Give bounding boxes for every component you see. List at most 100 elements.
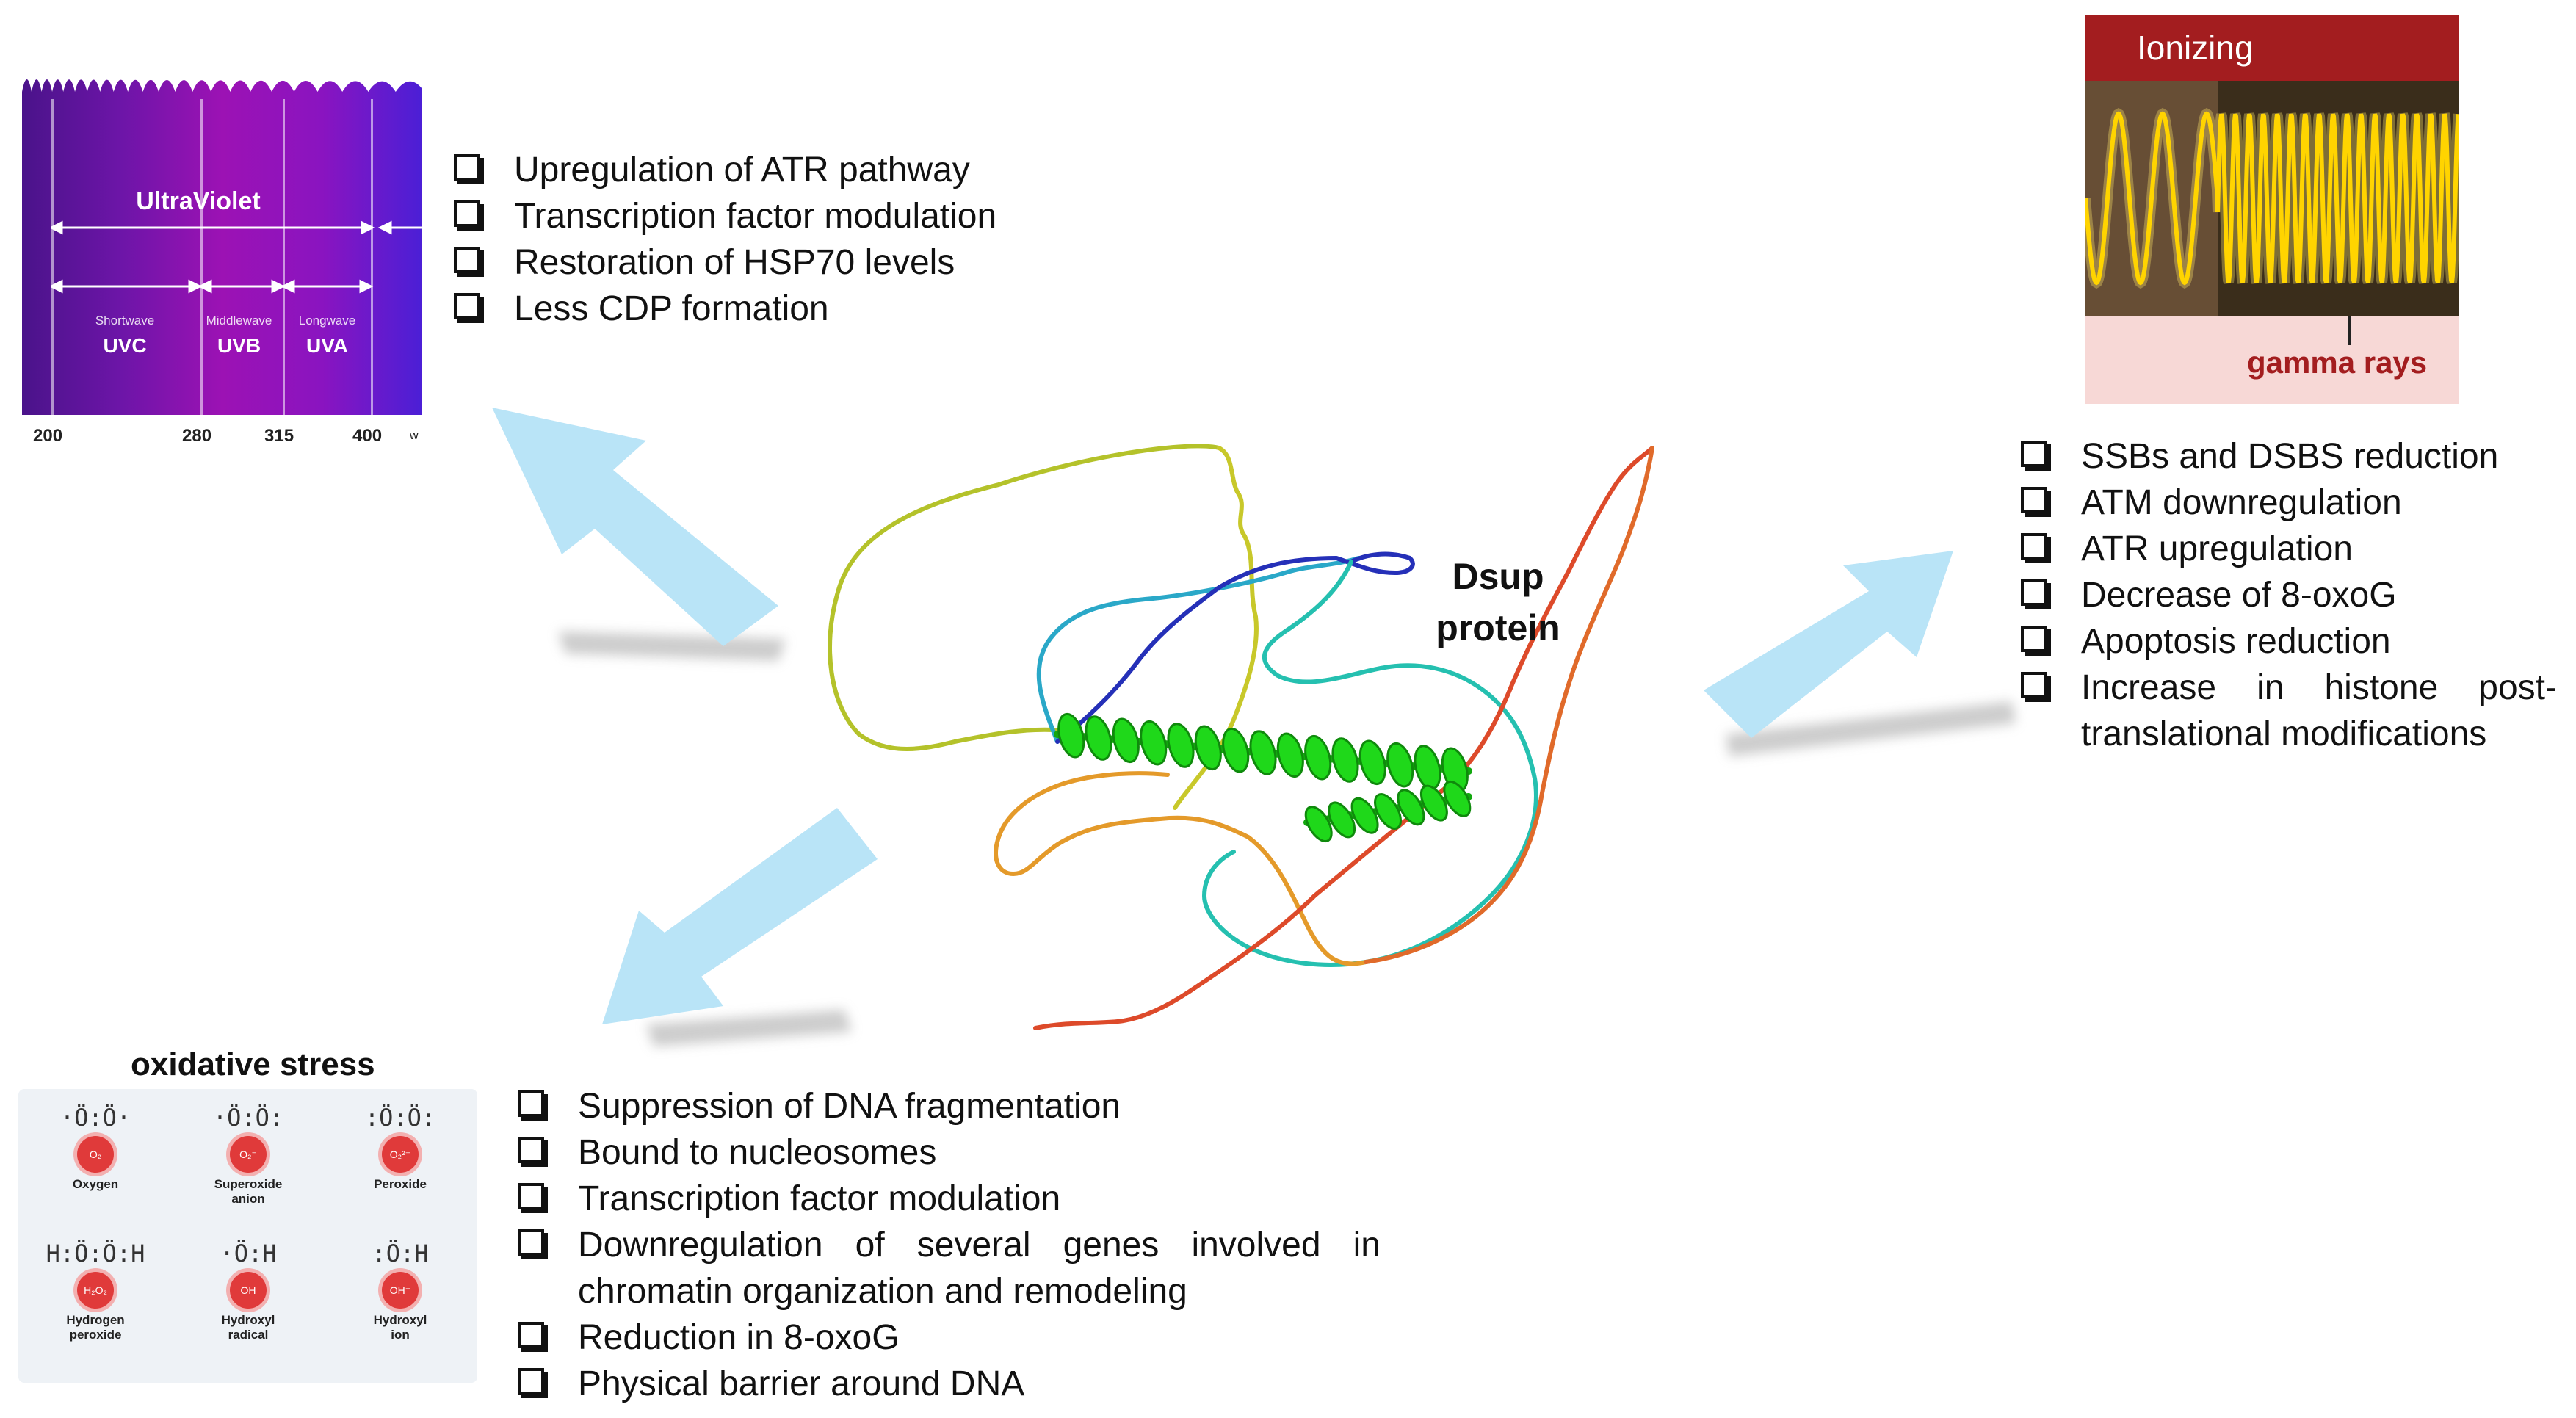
helix-turn	[1167, 723, 1195, 768]
protein-coil-cyan	[1036, 556, 1361, 744]
protein-coil-red-2	[1364, 446, 1654, 964]
protein-coil-yellow	[828, 444, 1221, 751]
helix-turn	[1304, 734, 1332, 781]
checkbox-icon	[454, 247, 480, 273]
list-item: Restoration of HSP70 levels	[454, 239, 1115, 286]
molecule-formula: ·Ö:H	[220, 1240, 277, 1267]
uv-effects-list: Upregulation of ATR pathway Transcriptio…	[454, 147, 1115, 332]
protein-coil-orange	[994, 771, 1368, 966]
molecule-badge-icon: OH⁻	[382, 1272, 419, 1309]
helix-turn	[1304, 806, 1333, 843]
oxidative-stress-panel: ·Ö:Ö· O₂ Oxygen ·Ö:Ö: O₂⁻ Superoxide ani…	[18, 1089, 477, 1383]
helix-turn	[1140, 720, 1168, 766]
list-item-text: Restoration of HSP70 levels	[514, 243, 955, 282]
ionizing-panel: Ionizing gamma rays	[2085, 15, 2459, 404]
molecule-name: Hydroxyl	[221, 1313, 275, 1327]
arrow-to-ionizing	[1704, 551, 1953, 738]
list-item: Bound to nucleosomes	[518, 1129, 1381, 1176]
molecule-name-2: radical	[228, 1328, 269, 1342]
list-item: SSBs and DSBS reduction	[2021, 433, 2557, 480]
uv-wave-crest	[22, 70, 422, 92]
protein-coil-teal	[1202, 560, 1538, 967]
checkbox-icon	[2021, 487, 2047, 513]
list-item: Downregulation of several genes involved…	[518, 1222, 1381, 1314]
gamma-wave-line	[2085, 111, 2459, 286]
uv-wave-pattern	[22, 70, 422, 92]
list-item-text: ATR upregulation	[2081, 529, 2353, 568]
molecule-card: ·Ö:H OH Hydroxyl radical	[178, 1240, 318, 1342]
molecule-name: Hydroxyl	[373, 1313, 427, 1327]
molecule-name: Oxygen	[72, 1177, 119, 1191]
checkbox-icon	[518, 1229, 544, 1256]
arrow-to-oxidative	[602, 808, 878, 1024]
dsup-protein-structure	[828, 444, 1654, 1030]
molecule-card: :Ö:H OH⁻ Hydroxyl ion	[330, 1240, 470, 1342]
helix-turn	[1331, 737, 1359, 783]
helix-turn	[1085, 715, 1112, 761]
list-item: Transcription factor modulation	[454, 193, 1115, 239]
list-item-text: Transcription factor modulation	[578, 1179, 1061, 1218]
helix-turn	[1222, 727, 1250, 773]
list-item-text: Reduction in 8-oxoG	[578, 1318, 900, 1357]
dsup-title-line1: Dsup	[1452, 556, 1544, 597]
molecule-card: ·Ö:Ö: O₂⁻ Superoxide anion	[178, 1104, 318, 1207]
molecule-name: Superoxide	[214, 1177, 283, 1191]
molecule-badge-icon: O₂	[77, 1136, 114, 1173]
molecule-formula: :Ö:H	[372, 1240, 429, 1267]
checkbox-icon	[454, 293, 480, 319]
uvb-range-label: Middlewave	[206, 314, 272, 328]
uv-spectrum-panel: UltraViolet Shortwave UVC Middlewave UVB…	[22, 70, 422, 448]
protein-helix-1	[1057, 712, 1469, 793]
molecule-card: :Ö:Ö: O₂²⁻ Peroxide	[330, 1104, 470, 1192]
list-item-text: Less CDP formation	[514, 289, 829, 328]
gamma-rays-label: gamma rays	[2247, 345, 2428, 380]
molecule-name: Peroxide	[374, 1177, 427, 1191]
uv-tick-line-200	[51, 99, 54, 415]
checkbox-icon	[518, 1368, 544, 1395]
molecule-formula: ·Ö:Ö:	[212, 1104, 284, 1132]
list-item: ATR upregulation	[2021, 526, 2557, 572]
molecule-badge-icon: OH	[230, 1272, 267, 1309]
checkbox-icon	[518, 1137, 544, 1163]
checkbox-icon	[518, 1322, 544, 1348]
checkbox-icon	[454, 200, 480, 227]
checkbox-icon	[2021, 579, 2047, 606]
helix-turn	[1386, 742, 1414, 788]
molecule-formula: :Ö:Ö:	[364, 1104, 436, 1132]
gamma-pointer-line	[2348, 316, 2351, 345]
list-item: Transcription factor modulation	[518, 1176, 1381, 1222]
molecule-badge-icon: H₂O₂	[77, 1272, 114, 1309]
list-item-text: SSBs and DSBS reduction	[2081, 437, 2499, 476]
list-item-text: Transcription factor modulation	[514, 197, 997, 236]
molecule-card: H:Ö:Ö:H H₂O₂ Hydrogen peroxide	[26, 1240, 165, 1342]
uv-axis-tick-400: 400	[352, 426, 383, 446]
dsup-title-line2: protein	[1436, 607, 1560, 648]
uvc-range-label: Shortwave	[95, 314, 155, 328]
arrow-to-uv	[492, 408, 778, 646]
uv-axis-tick-200: 200	[33, 426, 63, 446]
molecule-name-2: anion	[231, 1192, 265, 1206]
oxidative-stress-title: oxidative stress	[131, 1046, 375, 1082]
gamma-wave	[2085, 107, 2459, 289]
helix-turn	[1057, 712, 1085, 759]
list-item-text: Downregulation of several genes involved…	[578, 1226, 1381, 1311]
molecule-name-2: peroxide	[69, 1328, 122, 1342]
uv-spectrum-bar	[22, 70, 422, 415]
protein-coil-yellow-loop	[1173, 446, 1259, 810]
list-item-text: Upregulation of ATR pathway	[514, 151, 970, 189]
uv-band-label: UltraViolet	[136, 187, 261, 215]
uvc-label: UVC	[103, 334, 147, 357]
list-item-text: ATM downregulation	[2081, 483, 2402, 522]
list-item-text: Decrease of 8-oxoG	[2081, 576, 2397, 615]
helix-turn	[1443, 780, 1472, 817]
uv-tick-line-315	[283, 99, 285, 415]
checkbox-icon	[2021, 672, 2047, 698]
checkbox-icon	[2021, 626, 2047, 652]
arrow-shadows	[558, 632, 2016, 1046]
helix-turn	[1276, 732, 1304, 778]
ionizing-effects-list: SSBs and DSBS reduction ATM downregulati…	[2021, 433, 2557, 757]
molecule-name: Hydrogen	[66, 1313, 125, 1327]
oxidative-effects-list: Suppression of DNA fragmentation Bound t…	[518, 1083, 1381, 1407]
checkbox-icon	[454, 154, 480, 181]
